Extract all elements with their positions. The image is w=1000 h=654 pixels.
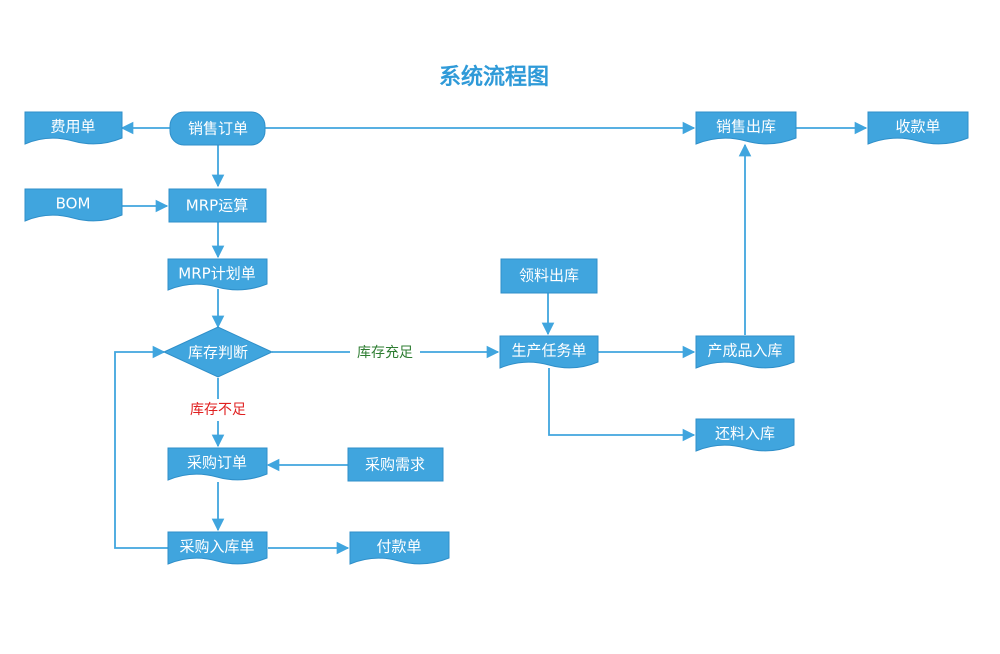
label-bg <box>350 341 420 363</box>
svg-text:采购订单: 采购订单 <box>187 454 247 472</box>
svg-text:BOM: BOM <box>56 195 91 213</box>
node-sales-out: 销售出库 <box>695 111 797 145</box>
svg-text:MRP运算: MRP运算 <box>186 197 248 215</box>
node-purchase-in: 采购入库单 <box>167 531 268 565</box>
node-mrp-calc: MRP运算 <box>168 188 267 223</box>
svg-text:还料入库: 还料入库 <box>715 425 775 443</box>
svg-text:产成品入库: 产成品入库 <box>707 342 782 360</box>
diagram-title: 系统流程图 <box>439 64 549 90</box>
svg-text:收款单: 收款单 <box>895 118 940 136</box>
svg-text:销售订单: 销售订单 <box>188 120 248 138</box>
svg-text:销售出库: 销售出库 <box>716 118 776 136</box>
edge-label-insufficient: 库存不足 <box>190 402 246 418</box>
edge-label-sufficient: 库存充足 <box>357 345 413 361</box>
svg-text:生产任务单: 生产任务单 <box>511 342 586 360</box>
edge-purchasein-stockcheck-loop <box>114 345 168 549</box>
node-bom: BOM <box>24 188 123 222</box>
node-sales-order: 销售订单 <box>169 111 266 146</box>
svg-text:MRP计划单: MRP计划单 <box>178 265 255 283</box>
node-mrp-plan: MRP计划单 <box>167 258 268 291</box>
svg-text:采购需求: 采购需求 <box>365 456 425 474</box>
node-purchase-order: 采购订单 <box>167 447 268 481</box>
svg-text:付款单: 付款单 <box>376 538 421 556</box>
node-return-in: 还料入库 <box>695 418 795 452</box>
node-receipt: 收款单 <box>867 111 969 145</box>
node-stock-check: 库存判断 <box>162 326 274 378</box>
node-fee: 费用单 <box>24 111 123 145</box>
node-finished-in: 产成品入库 <box>695 335 795 369</box>
label-bg <box>180 399 256 421</box>
node-material-out: 领料出库 <box>500 258 598 294</box>
svg-text:费用单: 费用单 <box>50 118 95 136</box>
node-prod-task: 生产任务单 <box>499 335 599 369</box>
svg-text:库存判断: 库存判断 <box>188 344 248 362</box>
node-payment: 付款单 <box>349 531 450 565</box>
svg-text:采购入库单: 采购入库单 <box>179 538 254 556</box>
edge-prodtask-returnin <box>548 368 696 442</box>
svg-text:领料出库: 领料出库 <box>519 267 579 285</box>
node-purchase-demand: 采购需求 <box>347 447 444 482</box>
